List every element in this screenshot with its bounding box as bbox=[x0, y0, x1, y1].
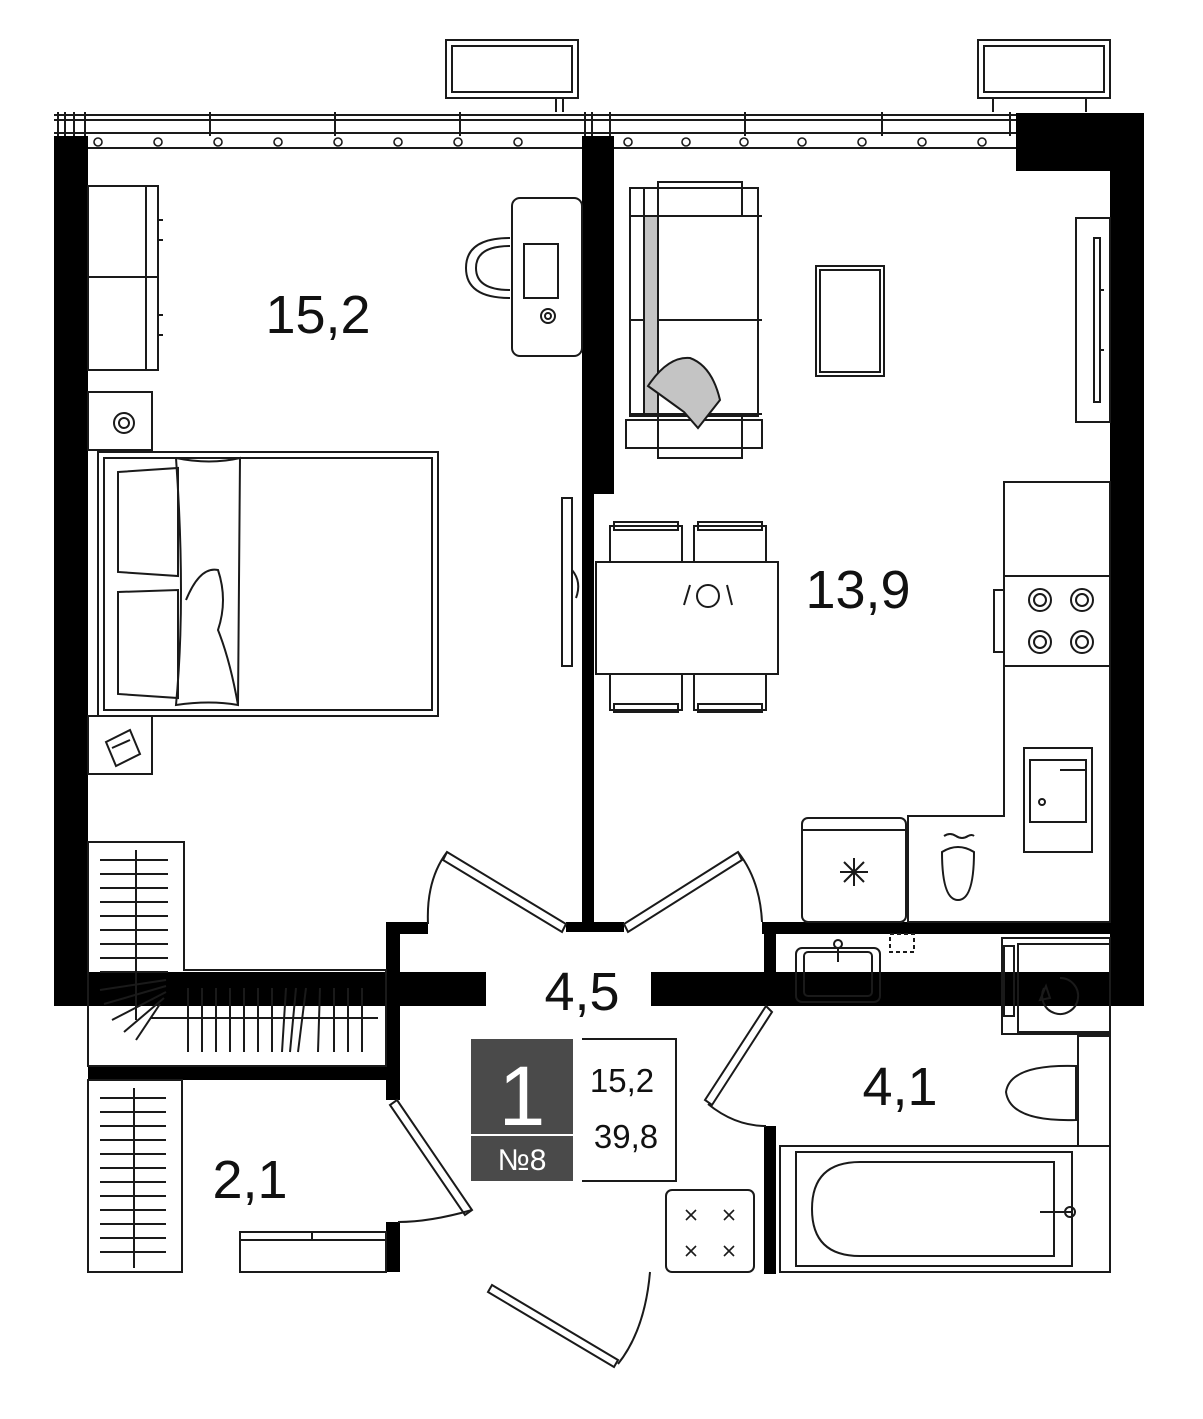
apartment-badge: 1 №8 15,2 39,8 bbox=[471, 1038, 677, 1182]
kitchen-living-area-label: 13,9 bbox=[805, 560, 910, 620]
walls bbox=[54, 113, 1144, 1274]
entrance-mat bbox=[665, 1189, 755, 1273]
hall-area-label: 4,5 bbox=[544, 962, 619, 1022]
rooms-count: 1 bbox=[499, 1049, 546, 1143]
storage-shelving bbox=[87, 1079, 387, 1273]
dining-table bbox=[595, 521, 779, 713]
glazing-posts bbox=[57, 112, 1011, 136]
bathroom-fixtures bbox=[779, 933, 1111, 1273]
bedroom-area-label: 15,2 bbox=[265, 285, 370, 345]
sofa bbox=[625, 181, 763, 459]
tv-table bbox=[815, 265, 885, 377]
wardrobe-top-left bbox=[87, 185, 163, 371]
apartment-number: №8 bbox=[498, 1144, 547, 1177]
bed bbox=[87, 391, 439, 775]
doors bbox=[388, 850, 774, 1369]
total-area-value: 39,8 bbox=[594, 1118, 658, 1155]
desk-with-chair bbox=[464, 197, 583, 357]
glazing-rivets bbox=[93, 137, 987, 147]
bathroom-area-label: 4,1 bbox=[862, 1057, 937, 1117]
storage-area-label: 2,1 bbox=[212, 1150, 287, 1210]
walk-in-closet bbox=[87, 841, 387, 1067]
kitchen-counter bbox=[801, 481, 1111, 923]
balcony-glazing bbox=[54, 39, 1111, 149]
mirror-bedroom bbox=[561, 497, 580, 667]
wall-tv bbox=[1075, 217, 1111, 423]
living-area-value: 15,2 bbox=[590, 1062, 654, 1099]
